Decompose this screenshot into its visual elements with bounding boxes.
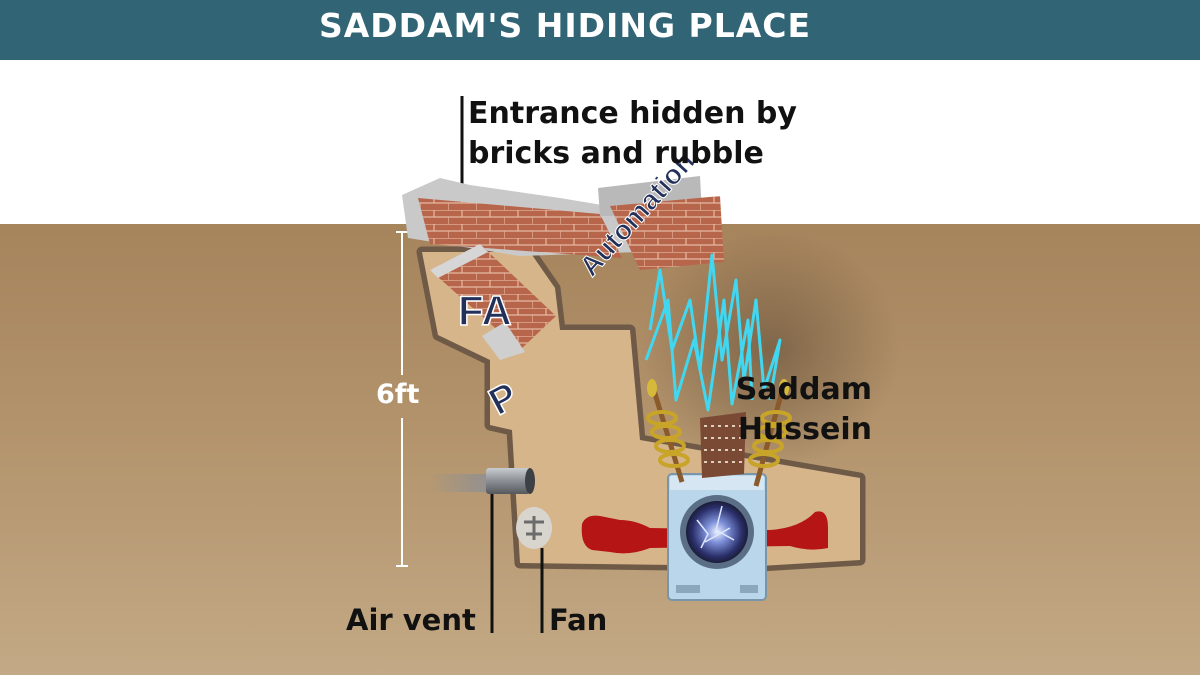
entrance-label-line2: bricks and rubble <box>468 136 764 171</box>
rubble-pile <box>402 176 724 360</box>
fan-icon <box>516 507 552 549</box>
air-vent-label: Air vent <box>346 603 476 637</box>
entrance-label: Entrance hidden by bricks and rubble <box>468 94 888 174</box>
coil-left-icon <box>646 379 690 483</box>
air-vent-pipe <box>430 468 535 494</box>
electric-sparks <box>644 253 782 412</box>
shadow-glow <box>640 230 900 470</box>
person-label-line1: Saddam <box>735 372 872 407</box>
page-title: SADDAM'S HIDING PLACE <box>318 6 812 45</box>
fan-label: Fan <box>549 603 608 637</box>
washing-machine-icon <box>667 473 767 601</box>
coil-right-icon <box>748 379 792 487</box>
rubble-text-fa: FA <box>458 287 512 334</box>
person-label-line2: Hussein <box>737 412 872 447</box>
entrance-label-line1: Entrance hidden by <box>468 96 797 131</box>
armband-icon <box>700 412 746 478</box>
person-label: Saddam Hussein <box>722 370 872 450</box>
title-bar: SADDAM'S HIDING PLACE <box>0 0 1200 60</box>
depth-marker <box>396 231 408 567</box>
depth-label: 6ft <box>376 379 420 410</box>
